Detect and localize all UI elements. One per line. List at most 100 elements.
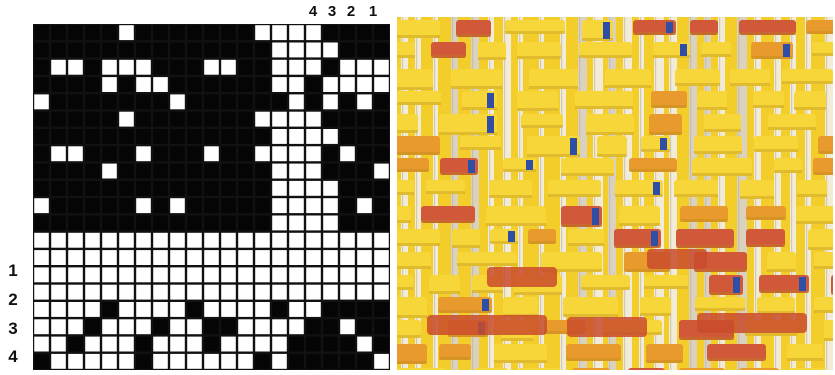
grid-cell-empty <box>170 267 185 282</box>
grid-cell-filled <box>187 302 202 317</box>
paper-band-shadow <box>813 172 833 175</box>
grid-cell-empty <box>187 267 202 282</box>
grid-cell-empty <box>221 250 236 265</box>
paper-band-shadow <box>517 108 558 111</box>
grid-cell-empty <box>357 285 372 300</box>
grid-cell-empty <box>306 129 321 144</box>
grid-cell-empty <box>119 233 134 248</box>
grid-cell-empty <box>340 77 355 92</box>
grid-cell-empty <box>68 233 83 248</box>
grid-cell-empty <box>85 354 100 369</box>
grid-cell-empty <box>306 216 321 231</box>
paper-band-shadow <box>429 291 460 294</box>
grid-cell-empty <box>289 146 304 161</box>
grid-cell-filled <box>340 129 355 144</box>
paper-band-shadow <box>680 219 728 222</box>
grid-cell-empty <box>119 285 134 300</box>
grid-cell-empty <box>51 267 66 282</box>
grid-cell-empty <box>68 302 83 317</box>
grid-cell-filled <box>187 216 202 231</box>
paper-band-shadow <box>397 152 440 155</box>
paper-band-shadow <box>806 31 833 34</box>
paper-band-shadow <box>746 244 785 247</box>
paper-band-shadow <box>501 338 533 341</box>
grid-cell-empty <box>289 94 304 109</box>
grid-cell-empty <box>306 112 321 127</box>
grid-cell-filled <box>204 198 219 213</box>
grid-cell-empty <box>119 302 134 317</box>
paper-band-accent <box>651 231 658 246</box>
grid-cell-empty <box>221 285 236 300</box>
grid-cell-empty <box>221 354 236 369</box>
grid-cell-empty <box>306 302 321 317</box>
grid-cell-filled <box>340 94 355 109</box>
grid-cell-empty <box>238 285 253 300</box>
grid-cell-filled <box>272 94 287 109</box>
paper-band-shadow <box>451 86 502 89</box>
grid-cell-empty <box>85 285 100 300</box>
grid-cell-filled <box>102 43 117 58</box>
grid-cell-filled <box>204 164 219 179</box>
grid-cell-filled <box>153 129 168 144</box>
paper-band-shadow <box>431 55 466 58</box>
grid-cell-filled <box>51 216 66 231</box>
paper-band-shadow <box>646 360 683 363</box>
grid-cell-empty <box>306 43 321 58</box>
paper-band-shadow <box>486 223 546 226</box>
grid-cell-filled <box>323 112 338 127</box>
paper-band-shadow <box>452 245 480 248</box>
grid-cell-filled <box>68 181 83 196</box>
grid-cell-empty <box>204 302 219 317</box>
grid-cell-empty <box>238 337 253 352</box>
grid-cell-empty <box>136 250 151 265</box>
grid-cell-empty <box>255 25 270 40</box>
grid-cell-filled <box>221 25 236 40</box>
grid-cell-empty <box>51 302 66 317</box>
paper-band-accent <box>653 182 660 195</box>
grid-cell-filled <box>221 112 236 127</box>
grid-cell-filled <box>255 77 270 92</box>
grid-cell-empty <box>374 285 389 300</box>
grid-cell-filled <box>323 146 338 161</box>
paper-band-accent <box>733 277 740 293</box>
grid-cell-empty <box>102 164 117 179</box>
paper-band-red <box>427 315 547 335</box>
grid-cell-empty <box>374 250 389 265</box>
grid-cell-filled <box>85 164 100 179</box>
paper-band-shadow <box>704 129 741 132</box>
paper-band-shadow <box>397 55 415 58</box>
grid-cell-empty <box>136 146 151 161</box>
grid-cell-empty <box>323 94 338 109</box>
grid-cell-empty <box>204 267 219 282</box>
woven-fabric-photo <box>397 17 833 370</box>
grid-cell-filled <box>255 43 270 58</box>
grid-cell-filled <box>238 164 253 179</box>
grid-cell-filled <box>85 146 100 161</box>
paper-band-shadow <box>472 290 503 293</box>
grid-cell-filled <box>34 43 49 58</box>
paper-band-shadow <box>690 32 718 35</box>
paper-band-shadow <box>787 358 823 361</box>
grid-cell-empty <box>306 164 321 179</box>
grid-cell-empty <box>340 146 355 161</box>
grid-cell-empty <box>153 302 168 317</box>
grid-cell-empty <box>204 250 219 265</box>
grid-cell-filled <box>238 112 253 127</box>
grid-cell-filled <box>272 302 287 317</box>
paper-band-shadow <box>397 361 427 364</box>
paper-band-shadow <box>528 241 556 244</box>
paper-band <box>824 320 833 341</box>
paper-band-shadow <box>745 333 797 336</box>
paper-band-shadow <box>675 83 720 86</box>
paper-band-accent <box>526 160 533 170</box>
grid-cell-filled <box>204 337 219 352</box>
grid-cell-empty <box>102 233 117 248</box>
grid-cell-filled <box>51 164 66 179</box>
paper-band-shadow <box>679 337 734 340</box>
grid-cell-empty <box>306 146 321 161</box>
grid-cell-filled <box>170 181 185 196</box>
paper-band-shadow <box>814 310 833 313</box>
paper-band-shadow <box>426 191 465 194</box>
grid-cell-empty <box>289 198 304 213</box>
grid-cell-filled <box>85 198 100 213</box>
